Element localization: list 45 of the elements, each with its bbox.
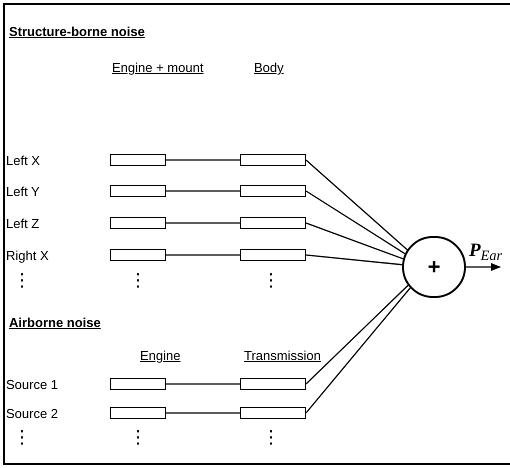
plus-sign: + bbox=[428, 256, 440, 278]
block-box bbox=[240, 217, 306, 229]
connector-line bbox=[166, 254, 240, 256]
row-label: Left X bbox=[6, 152, 40, 170]
block-box bbox=[240, 407, 306, 419]
connector-line bbox=[166, 383, 240, 385]
block-box bbox=[110, 249, 166, 261]
row-label: Source 1 bbox=[6, 376, 58, 394]
ellipsis-mark: ⋮ bbox=[262, 429, 280, 447]
block-box bbox=[110, 407, 166, 419]
column-heading: Engine bbox=[140, 347, 180, 365]
block-box bbox=[110, 378, 166, 390]
row-label: Right X bbox=[6, 247, 49, 265]
connector-line bbox=[306, 284, 409, 384]
connector-line bbox=[306, 287, 411, 414]
ellipsis-mark: ⋮ bbox=[13, 429, 31, 447]
column-heading: Transmission bbox=[244, 347, 321, 365]
ellipsis-mark: ⋮ bbox=[129, 272, 147, 290]
block-box bbox=[240, 154, 306, 166]
block-box bbox=[240, 185, 306, 197]
arrow bbox=[466, 263, 501, 271]
block-box bbox=[240, 378, 306, 390]
section-heading: Structure-borne noise bbox=[9, 23, 145, 41]
column-heading: Body bbox=[254, 59, 284, 77]
connector-line bbox=[306, 190, 406, 254]
ellipsis-mark: ⋮ bbox=[262, 272, 280, 290]
ellipsis-mark: ⋮ bbox=[13, 272, 31, 290]
section-heading: Airborne noise bbox=[9, 314, 101, 332]
row-label: Left Z bbox=[6, 215, 40, 233]
block-box bbox=[240, 249, 306, 261]
column-heading: Engine + mount bbox=[112, 59, 204, 77]
connector-line bbox=[306, 222, 404, 260]
connector-line bbox=[166, 412, 240, 414]
block-box bbox=[110, 185, 166, 197]
row-label: Left Y bbox=[6, 183, 40, 201]
ellipsis-mark: ⋮ bbox=[129, 429, 147, 447]
row-label: Source 2 bbox=[6, 405, 58, 423]
connector-line bbox=[306, 160, 408, 250]
connector-line bbox=[306, 254, 402, 266]
block-box bbox=[110, 154, 166, 166]
edge-label: P$_{Ear}$ bbox=[469, 241, 502, 260]
connector-line bbox=[166, 190, 240, 192]
block-box bbox=[110, 217, 166, 229]
connector-line bbox=[166, 159, 240, 161]
connector-line bbox=[166, 222, 240, 224]
